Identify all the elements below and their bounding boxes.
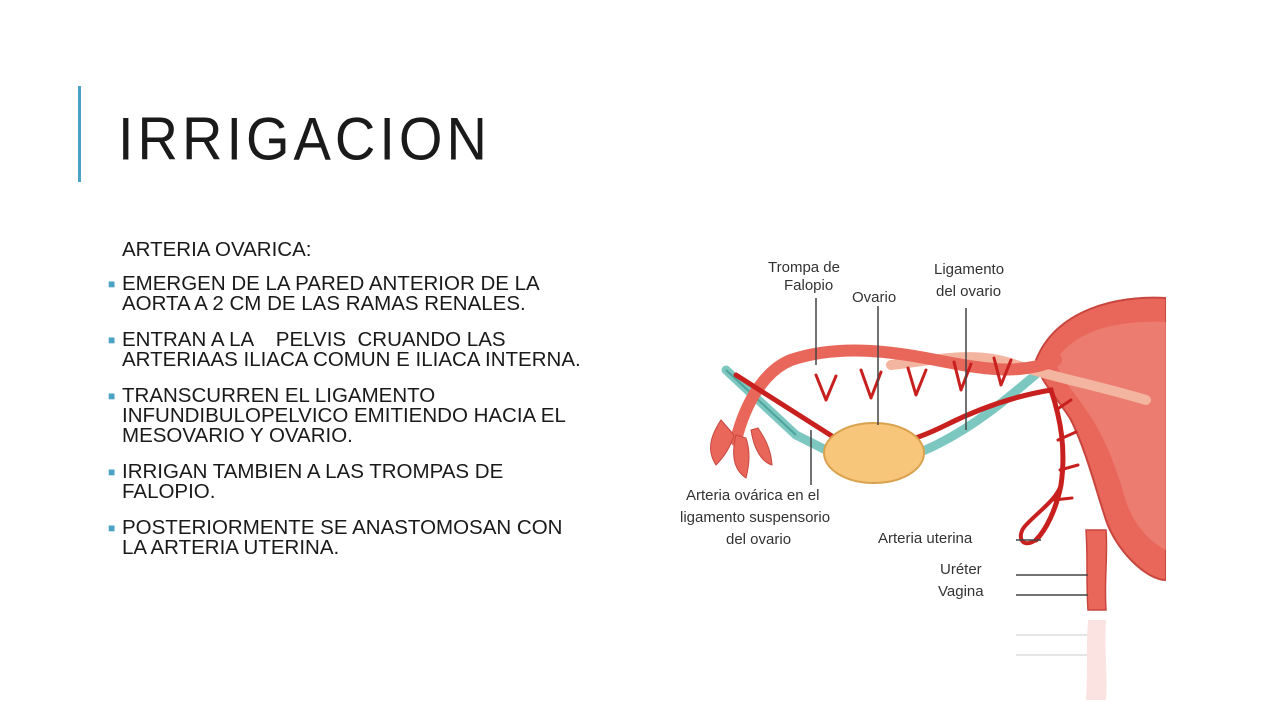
slide-content: ARTERIA OVARICA: ■ EMERGEN DE LA PARED AN… <box>108 238 588 574</box>
label-arteria-ovarica-line1: Arteria ovárica en el <box>686 487 819 504</box>
label-ureter: Uréter <box>940 561 982 578</box>
uterine-artery <box>1018 484 1063 546</box>
label-ligamento-line1: Ligamento <box>934 261 1004 278</box>
fimbriae <box>710 419 773 479</box>
list-item: ■ POSTERIORMENTE SE ANASTOMOSAN CON LA AR… <box>108 516 588 559</box>
square-bullet-icon: ■ <box>108 521 116 535</box>
bullet-text: TRANSCURREN EL LIGAMENTO INFUNDIBULOPELV… <box>122 384 566 447</box>
ovary-shape <box>823 422 925 484</box>
bullet-text: POSTERIORMENTE SE ANASTOMOSAN CON LA ART… <box>122 516 563 559</box>
title-accent-bar <box>78 86 81 182</box>
list-item: ■ ENTRAN A LA PELVIS CRUANDO LAS ARTERIAA… <box>108 328 588 371</box>
fallopian-tube <box>730 344 1062 446</box>
label-trompa-line2: Falopio <box>784 277 833 294</box>
slide-title: IRRIGACION <box>118 104 491 173</box>
square-bullet-icon: ■ <box>108 277 116 291</box>
square-bullet-icon: ■ <box>108 465 116 479</box>
list-item: ■ TRANSCURREN EL LIGAMENTO INFUNDIBULOPEL… <box>108 384 588 447</box>
label-trompa-line1: Trompa de <box>768 259 840 276</box>
square-bullet-icon: ■ <box>108 389 116 403</box>
leader-lines <box>810 298 1088 596</box>
bullet-text: IRRIGAN TAMBIEN A LAS TROMPAS DE FALOPIO… <box>122 460 504 503</box>
bullet-text: ENTRAN A LA PELVIS CRUANDO LAS ARTERIAAS… <box>122 328 581 371</box>
label-ligamento-line2: del ovario <box>936 283 1001 300</box>
label-arteria-uterina: Arteria uterina <box>878 530 973 547</box>
label-arteria-ovarica-line3: del ovario <box>726 531 791 548</box>
label-ovario: Ovario <box>852 289 896 306</box>
figure-reflection <box>1016 620 1107 700</box>
label-vagina: Vagina <box>938 583 984 600</box>
arterial-branches <box>814 356 1080 502</box>
subheading: ARTERIA OVARICA: <box>122 238 312 261</box>
label-arteria-ovarica-line2: ligamento suspensorio <box>680 509 830 526</box>
bullet-text: EMERGEN DE LA PARED ANTERIOR DE LA AORTA… <box>122 272 539 315</box>
ovarian-artery-diagram: Trompa de Falopio Ovario Ligamento del o… <box>680 259 1166 700</box>
square-bullet-icon: ■ <box>108 333 116 347</box>
anatomy-figure: Trompa de Falopio Ovario Ligamento del o… <box>676 250 1166 720</box>
list-item: ■ IRRIGAN TAMBIEN A LAS TROMPAS DE FALOPI… <box>108 460 588 503</box>
list-item: ■ EMERGEN DE LA PARED ANTERIOR DE LA AORT… <box>108 272 588 315</box>
bullet-list: ■ EMERGEN DE LA PARED ANTERIOR DE LA AORT… <box>108 272 588 559</box>
vagina-shape <box>1085 529 1108 611</box>
